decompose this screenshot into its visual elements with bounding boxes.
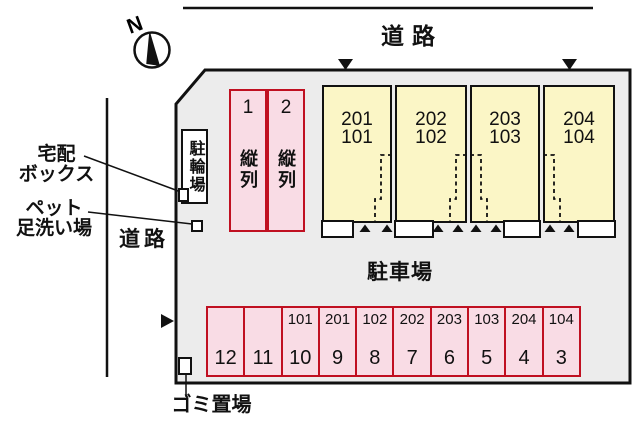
unit-upper-number: 201 <box>341 109 373 130</box>
pet-wash-label: ペット 足洗い場 <box>6 199 102 238</box>
tandem-space-2: 2 縦列 <box>267 89 305 232</box>
parking-space-12: 12 <box>206 306 246 377</box>
delivery-box-label-line1: 宅配 <box>37 144 76 165</box>
space-number: 1 <box>242 97 254 118</box>
space-number: 10 <box>289 347 312 369</box>
space-number: 5 <box>481 347 493 369</box>
tandem-label: 縦列 <box>276 149 296 191</box>
tandem-label: 縦列 <box>238 149 258 191</box>
delivery-box-label: 宅配 ボックス <box>8 145 105 184</box>
left-entrance-arrow <box>161 314 174 328</box>
top-road-label: 道路 <box>381 23 443 49</box>
assigned-unit: 202 <box>399 311 425 328</box>
space-number: 11 <box>252 347 274 369</box>
unit-upper-number: 204 <box>563 109 595 130</box>
parking-space-4: 204 4 <box>504 306 544 377</box>
assigned-unit: 201 <box>325 311 351 328</box>
unit-lower-number: 102 <box>415 126 447 148</box>
building-unit-4: 204 104 <box>543 85 615 223</box>
parking-space-8: 102 8 <box>355 306 395 377</box>
assigned-unit: 102 <box>362 311 388 328</box>
parking-space-6: 203 6 <box>429 306 470 377</box>
garbage-box <box>178 357 192 375</box>
parking-space-5: 103 5 <box>467 306 507 377</box>
north-compass-icon: N <box>124 12 171 69</box>
pet-wash-leader-line <box>87 211 193 225</box>
assigned-unit: 204 <box>511 311 537 328</box>
pet-wash-label-line2: 足洗い場 <box>15 217 92 239</box>
assigned-unit: 104 <box>548 311 574 328</box>
parking-space-3: 104 3 <box>541 306 581 377</box>
door-arrows <box>359 224 575 232</box>
parking-lot-label: 駐車場 <box>367 261 433 284</box>
top-entrance-arrow-left <box>338 59 353 70</box>
building-unit-3: 203 103 <box>470 85 540 223</box>
compass-north-label: N <box>124 12 146 39</box>
space-number: 8 <box>369 347 381 369</box>
unit-lower-number: 104 <box>563 126 595 148</box>
entrance-porches <box>321 220 616 238</box>
unit-upper-number: 203 <box>489 109 521 130</box>
parking-space-10: 101 10 <box>280 306 320 377</box>
delivery-box <box>178 188 189 202</box>
space-number: 4 <box>518 347 530 369</box>
space-number: 6 <box>443 347 455 369</box>
assigned-unit: 103 <box>474 311 500 328</box>
parking-row: 12 11 101 10 201 9 102 8 202 7 203 6 103… <box>206 306 581 377</box>
building-unit-1: 201 101 <box>322 85 392 223</box>
space-number: 12 <box>214 347 237 369</box>
garbage-area-label: ゴミ置場 <box>171 394 252 416</box>
assigned-unit: 203 <box>436 311 462 328</box>
unit-lower-number: 103 <box>489 126 521 148</box>
space-number: 9 <box>331 347 344 369</box>
space-number: 2 <box>280 97 292 118</box>
parking-space-7: 202 7 <box>392 306 432 377</box>
parking-space-11: 11 <box>243 306 283 377</box>
parking-space-9: 201 9 <box>317 306 358 377</box>
unit-upper-number: 202 <box>415 109 447 130</box>
tandem-space-1: 1 縦列 <box>229 89 267 232</box>
left-road-label: 道路 <box>119 228 169 251</box>
unit-lower-number: 101 <box>341 126 373 148</box>
pet-wash-box <box>191 220 203 232</box>
delivery-box-label-line2: ボックス <box>18 163 95 185</box>
space-number: 7 <box>406 347 418 369</box>
pet-wash-label-line1: ペット <box>25 198 83 219</box>
bicycle-parking-label: 駐輪場 <box>186 139 204 194</box>
space-number: 3 <box>555 347 567 369</box>
building-unit-2: 202 102 <box>395 85 467 223</box>
assigned-unit: 101 <box>287 311 313 328</box>
top-entrance-arrow-right <box>562 59 577 70</box>
